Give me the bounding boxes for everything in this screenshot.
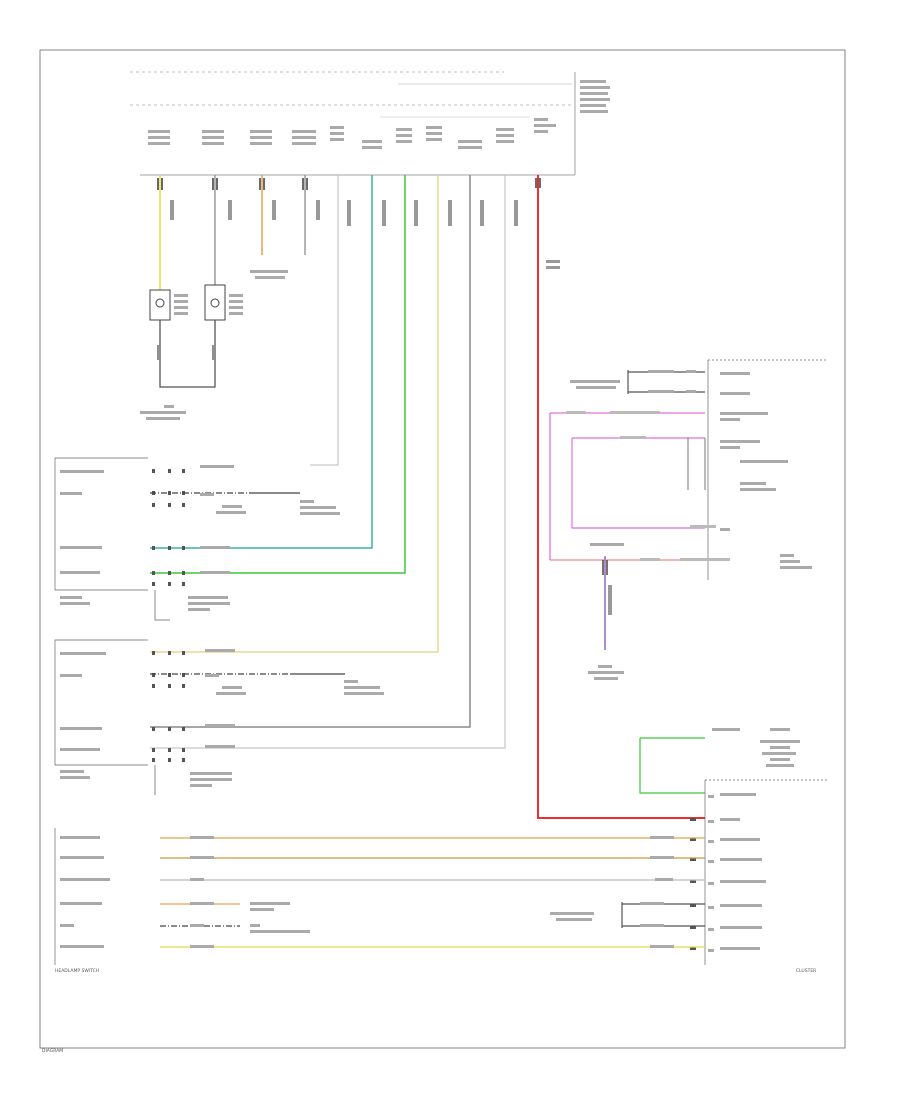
sensor-module — [549, 359, 828, 580]
page-frame — [39, 49, 846, 1049]
connector-label: CLUSTER — [796, 968, 816, 974]
bottom-bus — [54, 828, 705, 965]
wire-gray — [310, 175, 339, 466]
page-label: DIAGRAM — [42, 1048, 63, 1054]
left-module — [54, 457, 340, 621]
wire-gray — [150, 175, 471, 728]
top-module — [130, 69, 576, 176]
bottom-labels — [60, 836, 674, 948]
lamp-connectors — [157, 178, 541, 190]
wire-gray — [150, 175, 506, 749]
bulb-labels — [174, 270, 288, 315]
wire-green — [150, 175, 406, 574]
ground-labels — [140, 405, 186, 420]
headlamp-switch-label: HEADLAMP SWITCH — [55, 968, 99, 974]
right-module — [54, 639, 384, 795]
bulb-ground — [157, 320, 216, 388]
sensor-ground — [588, 543, 624, 680]
wire-group-top — [150, 175, 705, 819]
cluster-module — [639, 728, 828, 965]
wire-codes-top — [170, 200, 560, 269]
wire-red — [537, 175, 705, 819]
module-pin-labels — [148, 80, 610, 149]
wire-yellow — [150, 175, 439, 653]
